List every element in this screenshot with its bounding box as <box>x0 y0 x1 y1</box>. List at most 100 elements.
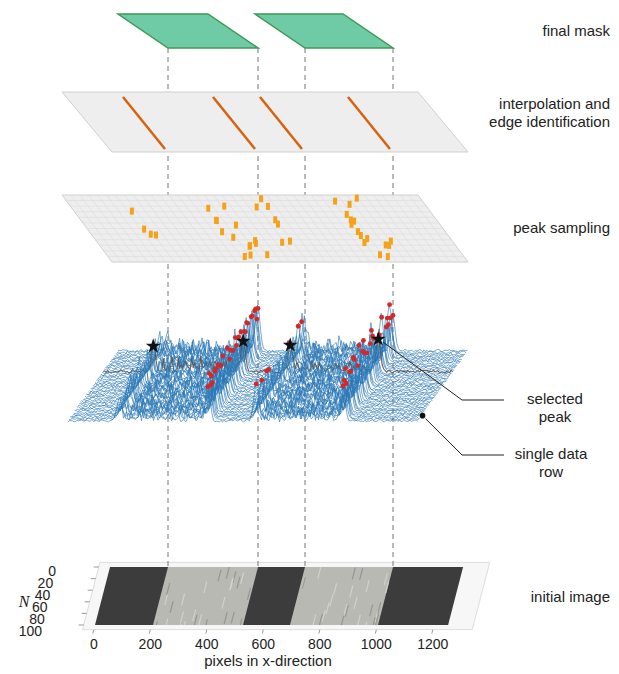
data-row <box>71 377 421 418</box>
image-texture <box>341 614 344 625</box>
image-texture <box>319 614 322 625</box>
sampled-peak <box>259 195 263 202</box>
sampled-peak <box>154 231 158 238</box>
sampled-peak <box>254 240 258 247</box>
image-background <box>95 567 463 625</box>
peak-dot <box>264 368 269 373</box>
sampled-peak <box>266 203 270 210</box>
image-texture <box>182 594 185 606</box>
image-stripe <box>290 567 393 625</box>
final-mask-layer <box>118 14 393 48</box>
axis-title: N <box>16 592 32 611</box>
data-row <box>116 309 466 356</box>
peak-dot <box>212 369 217 374</box>
data-row <box>117 310 467 354</box>
sampled-peak <box>249 252 253 259</box>
selected-peak-star <box>146 338 161 352</box>
edge-line <box>123 97 165 149</box>
sampled-peak <box>214 217 218 224</box>
sampled-peak <box>348 201 352 208</box>
image-stripe <box>153 567 258 625</box>
interpolation-layer <box>62 92 468 152</box>
peak-dot <box>244 320 249 325</box>
peak-dot <box>357 343 362 348</box>
x-tick <box>149 630 150 634</box>
signal-waterfall <box>68 302 468 422</box>
image-texture <box>218 570 221 582</box>
image-texture <box>241 572 244 584</box>
x-tick-label: 800 <box>298 636 342 653</box>
peak-dot <box>342 378 347 383</box>
x-tick-label: 1000 <box>354 636 398 653</box>
callout-label: selected peak <box>510 390 600 426</box>
callout-label: single data row <box>506 445 596 481</box>
peak-dot <box>252 308 257 313</box>
sampled-peak <box>234 222 238 229</box>
row-marker <box>420 413 426 419</box>
image-texture <box>370 604 373 616</box>
peak-dot <box>254 317 259 322</box>
data-row <box>82 366 432 402</box>
sampled-peak <box>378 251 382 258</box>
axis-plane <box>83 562 490 629</box>
edge-line <box>348 97 390 149</box>
sampled-peak <box>149 231 153 238</box>
data-row <box>68 383 418 422</box>
image-texture <box>302 576 305 588</box>
peak-dot <box>343 366 348 371</box>
peak-dot <box>351 355 356 360</box>
layer-label: initial image <box>460 588 610 606</box>
n-tick <box>91 578 96 579</box>
layer-label: interpolation and edge identification <box>466 95 610 131</box>
peak-dot <box>220 353 225 358</box>
data-row <box>76 366 426 410</box>
grid-line <box>108 256 464 257</box>
data-row <box>118 305 468 352</box>
n-tick <box>94 567 99 568</box>
data-row <box>78 355 428 407</box>
peak-dot <box>299 319 304 324</box>
image-texture <box>318 567 321 579</box>
image-texture <box>199 614 202 625</box>
n-tick <box>82 613 87 614</box>
sampled-peak <box>387 242 391 249</box>
peak-dot <box>384 325 389 330</box>
edge-line <box>260 97 302 149</box>
leader-line <box>383 342 504 400</box>
sampling-plane <box>62 195 468 262</box>
grid-line <box>70 206 426 207</box>
sampled-peak <box>288 238 292 245</box>
data-row <box>75 369 425 413</box>
data-row <box>91 348 441 390</box>
image-texture <box>354 597 357 609</box>
sampled-peak <box>356 228 360 235</box>
image-texture <box>384 573 387 585</box>
x-tick-label: 0 <box>72 636 116 653</box>
peak-dot <box>341 384 346 389</box>
x-tick-label: 600 <box>241 636 285 653</box>
x-tick <box>262 630 263 634</box>
data-row <box>98 329 448 380</box>
n-tick <box>85 601 90 602</box>
image-texture <box>184 621 185 625</box>
image-texture <box>206 619 207 625</box>
peak-dot <box>225 346 230 351</box>
image-texture <box>237 577 240 589</box>
sampled-peak <box>130 208 134 215</box>
sampled-peak <box>345 211 349 218</box>
grid-line <box>104 250 460 251</box>
image-texture <box>231 612 234 624</box>
image-texture <box>358 615 361 625</box>
sampled-peak <box>273 216 277 223</box>
leader-line <box>426 419 504 455</box>
x-tick-label: 200 <box>128 636 172 653</box>
image-texture <box>194 615 197 625</box>
grid-line <box>91 234 447 235</box>
grid-line <box>79 217 435 218</box>
grid-line <box>83 222 439 223</box>
peak-dot <box>206 385 211 390</box>
peak-dot <box>207 371 212 376</box>
sampled-peak <box>248 243 252 250</box>
